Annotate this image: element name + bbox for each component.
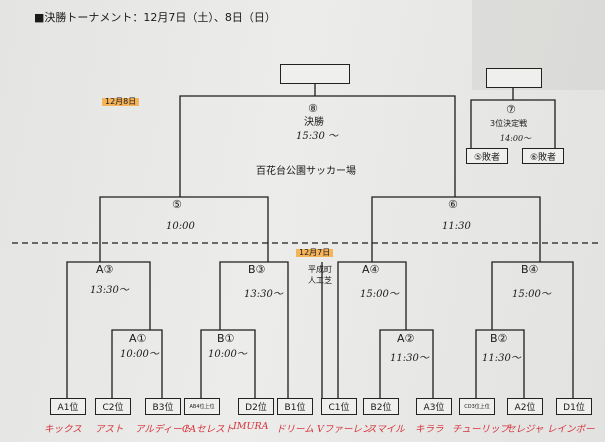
first-b2-time: 11:30～ xyxy=(482,353,521,364)
first-a2-number: A② xyxy=(397,332,415,345)
loser-b-box: ⑥敗者 xyxy=(522,148,564,164)
third-place-time: 14:00～ xyxy=(500,134,532,143)
team-name: キララ xyxy=(415,424,444,435)
page-title: ■決勝トーナメント：12月7日（土）、8日（日） xyxy=(34,11,276,24)
team-name: レインボー xyxy=(547,424,595,435)
seed-box: AB4位上位 xyxy=(184,398,220,415)
quarter-a3-time: 13:30～ xyxy=(90,285,129,296)
first-b1-number: B① xyxy=(217,332,235,345)
first-b1-time: 10:00～ xyxy=(208,349,247,360)
seed-box: A1位 xyxy=(50,398,86,415)
main-venue-label: 百花台公園サッカー場 xyxy=(256,166,356,177)
sub-venue-line1: 平成町 xyxy=(308,265,332,274)
quarter-b3-number: B③ xyxy=(248,263,266,276)
final-label: 決勝 xyxy=(304,117,324,128)
quarter-a4-number: A④ xyxy=(362,263,380,276)
sub-venue-line2: 人工芝 xyxy=(308,276,332,285)
team-name: アスト xyxy=(95,424,124,435)
seed-box: B3位 xyxy=(145,398,181,415)
quarter-b4-time: 15:00～ xyxy=(512,289,551,300)
date-tag-day2: 12月8日 xyxy=(102,98,140,106)
first-b2-number: B② xyxy=(490,332,508,345)
semi-1-number: ⑤ xyxy=(172,198,182,211)
semi-2-number: ⑥ xyxy=(448,198,458,211)
quarter-b4-number: B④ xyxy=(521,263,539,276)
champion-box xyxy=(280,64,350,84)
quarter-a3-number: A③ xyxy=(96,263,114,276)
team-name: CAセレスト xyxy=(182,424,235,435)
quarter-a4-time: 15:00～ xyxy=(360,289,399,300)
seed-box: A3位 xyxy=(416,398,452,415)
loser-a-box: ⑤敗者 xyxy=(466,148,508,164)
first-a1-time: 10:00～ xyxy=(120,349,159,360)
team-name: スマイル xyxy=(367,424,405,435)
first-a1-number: A① xyxy=(129,332,147,345)
semi-2-time: 11:30 xyxy=(442,221,471,232)
seed-box: B1位 xyxy=(277,398,313,415)
date-tag-day1: 12月7日 xyxy=(296,249,334,257)
third-place-label: 3位決定戦 xyxy=(490,119,528,128)
seed-box: C1位 xyxy=(321,398,357,415)
team-name: IMURA xyxy=(233,421,269,432)
third-place-box xyxy=(486,68,542,88)
final-time: 15:30 ～ xyxy=(296,131,338,142)
final-match-number: ⑧ xyxy=(308,102,318,115)
third-place-match-number: ⑦ xyxy=(506,103,516,116)
seed-box: B2位 xyxy=(363,398,399,415)
first-a2-time: 11:30～ xyxy=(390,353,429,364)
quarter-b3-time: 13:30～ xyxy=(244,289,283,300)
team-name: ドリーム xyxy=(276,424,314,435)
team-name: チューリップ xyxy=(452,424,510,435)
seed-box: CD3位上位 xyxy=(459,398,495,415)
seed-box: C2位 xyxy=(95,398,131,415)
team-name: Vファーレン xyxy=(317,424,372,435)
team-name: アルディート xyxy=(135,424,192,435)
seed-box: A2位 xyxy=(507,398,543,415)
team-name: キックス xyxy=(44,424,82,435)
semi-1-time: 10:00 xyxy=(166,221,195,232)
seed-box: D1位 xyxy=(556,398,592,415)
seed-box: D2位 xyxy=(238,398,274,415)
team-name: セレジャ xyxy=(506,424,544,435)
